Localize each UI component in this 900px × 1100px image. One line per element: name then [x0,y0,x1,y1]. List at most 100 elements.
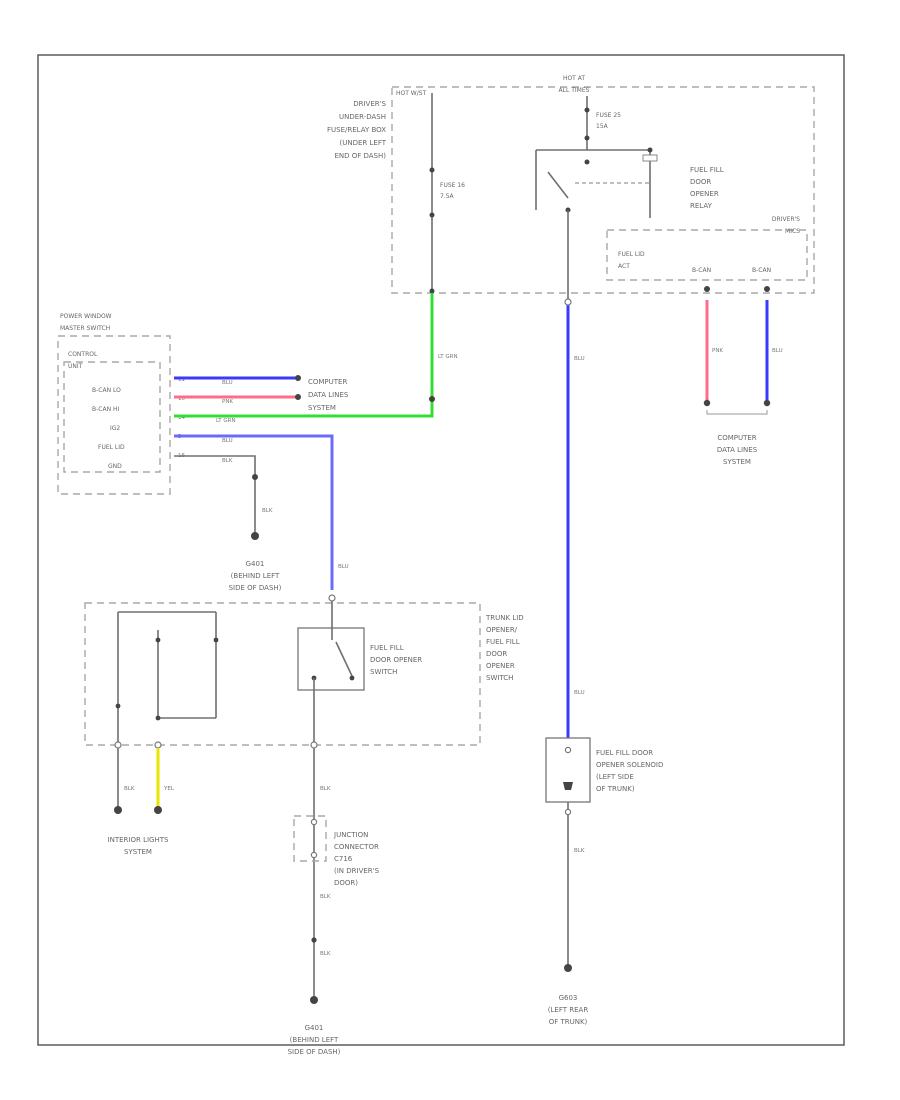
svg-text:PNK: PNK [712,348,723,354]
svg-text:SYSTEM: SYSTEM [308,404,336,412]
svg-text:POWER WINDOW: POWER WINDOW [60,313,112,320]
svg-text:BLU: BLU [574,356,585,362]
fuse-16: FUSE 16 7.5A [429,167,465,218]
svg-text:ACT: ACT [618,263,630,270]
svg-text:BLK: BLK [124,786,135,792]
hot-at-all-times-label: HOT AT ALL TIMES [559,75,590,94]
svg-text:SIDE OF DASH): SIDE OF DASH) [229,584,282,592]
svg-text:SYSTEM: SYSTEM [124,848,152,856]
wire-ltgrn-ig2 [174,293,434,418]
svg-text:MICS: MICS [785,228,800,235]
relay-label: FUEL FILL DOOR OPENER RELAY [690,166,724,210]
svg-text:FUEL FILL: FUEL FILL [690,166,724,174]
interior-lights-label: INTERIOR LIGHTS SYSTEM [108,836,169,856]
junction-connector-c716 [293,815,327,862]
ground-g-right-label: G603 (LEFT REAR OF TRUNK) [548,994,589,1026]
svg-text:DATA LINES: DATA LINES [717,446,758,454]
svg-text:BLK: BLK [574,848,585,854]
svg-text:UNIT: UNIT [68,363,83,370]
svg-text:LT GRN: LT GRN [438,354,458,360]
svg-text:BLU: BLU [338,564,349,570]
svg-text:CONNECTOR: CONNECTOR [334,843,379,851]
svg-text:15A: 15A [596,123,609,130]
svg-text:ALL TIMES: ALL TIMES [559,87,590,94]
svg-text:DRIVER'S: DRIVER'S [353,100,386,108]
svg-text:(IN DRIVER'S: (IN DRIVER'S [334,867,380,875]
fuse-25: FUSE 25 15A [584,107,621,141]
svg-text:FUSE 16: FUSE 16 [440,182,465,189]
svg-text:SIDE OF DASH): SIDE OF DASH) [288,1048,341,1056]
ground-g-mid-label: G401 (BEHIND LEFT SIDE OF DASH) [288,1024,341,1056]
diagram-frame [37,54,845,1046]
svg-text:(UNDER LEFT: (UNDER LEFT [340,139,387,147]
drivers-mics-box [606,229,808,281]
svg-text:CONTROL: CONTROL [68,351,98,358]
svg-text:COMPUTER: COMPUTER [717,434,756,442]
svg-text:TRUNK LID: TRUNK LID [485,614,524,622]
svg-text:FUEL FILL DOOR: FUEL FILL DOOR [596,749,653,757]
svg-text:OPENER: OPENER [690,190,719,198]
svg-text:FUSE/RELAY BOX: FUSE/RELAY BOX [327,126,386,134]
svg-text:IG2: IG2 [110,425,120,432]
mics-inner-label: FUEL LID ACT [618,251,645,270]
fuel-fill-door-opener-switch [297,601,365,745]
svg-text:BLK: BLK [262,508,273,514]
svg-text:DOOR OPENER: DOOR OPENER [370,656,422,664]
svg-text:DOOR): DOOR) [334,879,358,887]
switch-title: POWER WINDOW MASTER SWITCH [60,313,112,332]
svg-text:OF TRUNK): OF TRUNK) [596,785,635,793]
svg-text:G603: G603 [559,994,578,1002]
fuse-relay-box [391,86,815,294]
control-unit-label: CONTROL UNIT [68,351,98,370]
svg-text:BLK: BLK [320,786,331,792]
fuel-fill-switch-inner-label: FUEL FILL DOOR OPENER SWITCH [370,644,422,676]
trunk-switch-outer-label: TRUNK LID OPENER/ FUEL FILL DOOR OPENER … [485,614,524,682]
svg-text:GND: GND [108,463,122,470]
svg-text:SYSTEM: SYSTEM [723,458,751,466]
svg-text:10: 10 [178,396,185,402]
svg-text:YEL: YEL [163,786,175,792]
svg-text:B-CAN HI: B-CAN HI [92,406,119,413]
svg-text:BLU: BLU [574,690,585,696]
trunk-lid-opener-switch [115,611,219,745]
power-window-master-switch-box [57,335,171,495]
svg-text:(LEFT REAR: (LEFT REAR [548,1006,589,1014]
svg-text:C716: C716 [334,855,353,863]
svg-text:B-CAN LO: B-CAN LO [92,387,121,394]
svg-text:(BEHIND LEFT: (BEHIND LEFT [231,572,280,580]
svg-text:OPENER/: OPENER/ [486,626,518,634]
wire-blk-gnd [174,455,256,535]
svg-text:BLK: BLK [320,951,331,957]
svg-text:OPENER: OPENER [486,662,515,670]
svg-text:G401: G401 [246,560,265,568]
svg-text:FUEL LID: FUEL LID [98,444,125,451]
svg-text:7.5A: 7.5A [440,193,455,200]
svg-text:BLU: BLU [222,438,233,444]
svg-text:BLU: BLU [222,380,233,386]
svg-text:COMPUTER: COMPUTER [308,378,347,386]
svg-text:DRIVER'S: DRIVER'S [772,216,800,223]
svg-text:OPENER SOLENOID: OPENER SOLENOID [596,761,663,769]
svg-text:DOOR: DOOR [486,650,507,658]
svg-text:INTERIOR LIGHTS: INTERIOR LIGHTS [108,836,169,844]
svg-text:JUNCTION: JUNCTION [333,831,368,839]
svg-text:FUEL FILL: FUEL FILL [486,638,520,646]
svg-text:END OF DASH): END OF DASH) [334,152,386,160]
trunk-lid-opener-switch-box [84,602,481,746]
fuse-box-location-label: DRIVER'S UNDER-DASH FUSE/RELAY BOX (UNDE… [327,100,387,160]
svg-text:FUEL LID: FUEL LID [618,251,645,258]
svg-text:(LEFT SIDE: (LEFT SIDE [596,773,634,781]
junction-connector-label: JUNCTION CONNECTOR C716 (IN DRIVER'S DOO… [333,831,380,887]
computer-data-lines-left-label: COMPUTER DATA LINES SYSTEM [308,378,349,412]
svg-text:14: 14 [178,415,185,421]
solenoid-label: FUEL FILL DOOR OPENER SOLENOID (LEFT SID… [596,749,663,793]
fuel-fill-door-opener-relay [535,147,658,218]
svg-text:DATA LINES: DATA LINES [308,391,349,399]
svg-text:MASTER SWITCH: MASTER SWITCH [60,325,110,332]
svg-text:(BEHIND LEFT: (BEHIND LEFT [290,1036,339,1044]
svg-text:LT GRN: LT GRN [216,418,236,424]
control-unit-box [63,361,161,473]
svg-text:UNDER-DASH: UNDER-DASH [339,113,386,121]
bcan-left-label: B-CAN [692,267,711,274]
